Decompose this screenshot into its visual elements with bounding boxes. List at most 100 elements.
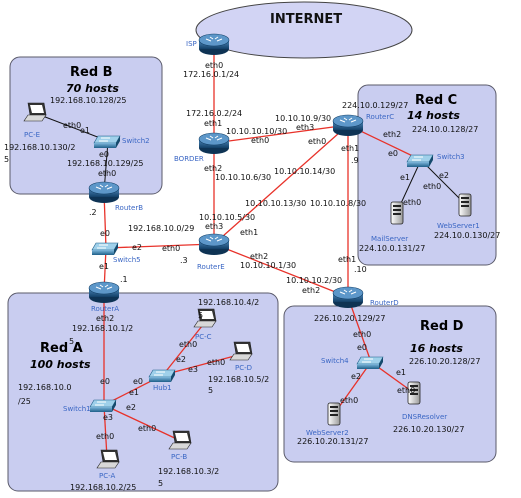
- pc-c-ip-label: 192.168.10.4/2: [198, 298, 259, 307]
- red-c-network: 224.10.0.128/27: [412, 125, 478, 134]
- pc-e-ip-label: 192.168.10.130/2: [4, 143, 75, 152]
- link-switch3-webserver1: [420, 159, 466, 205]
- link-switch1-pca: [103, 404, 108, 459]
- webserver1-label: WebServer1: [437, 222, 480, 230]
- link-switch1-pcb: [103, 404, 182, 442]
- routerb-lan-ip-label: 192.168.10.129/25: [67, 159, 144, 168]
- link-hub1-pcc: [162, 320, 207, 376]
- switch4-e2-label: e2: [351, 372, 361, 381]
- webserver2-ip-label: 226.10.20.131/27: [297, 437, 368, 446]
- red-c-title: Red C: [415, 93, 457, 108]
- switch1-icon[interactable]: [89, 399, 117, 413]
- routerc-label: RouterC: [366, 113, 394, 121]
- routerc-eth2-label: eth2: [383, 130, 401, 139]
- routere-eth0-label: eth0: [162, 244, 180, 253]
- red-a-hosts: 100 hosts: [30, 358, 91, 371]
- routerc-icon[interactable]: [332, 114, 364, 137]
- link-switch5-routere: [105, 243, 215, 249]
- internet-label: INTERNET: [270, 12, 342, 27]
- webserver2-icon[interactable]: [327, 402, 341, 426]
- mailserver-icon[interactable]: [390, 201, 404, 225]
- webserver2-eth0-label: eth0: [340, 396, 358, 405]
- zone-red-a: [7, 292, 279, 492]
- switch3-icon[interactable]: [406, 154, 434, 168]
- switch2-e1-label: e1: [80, 126, 90, 135]
- pc-e-eth0-label: eth0: [63, 121, 81, 130]
- zone-red-b: [9, 56, 163, 195]
- switch4-icon[interactable]: [356, 356, 384, 370]
- red-d-network: 226.10.20.128/27: [409, 357, 480, 366]
- routera-lan-ip-label: 192.168.10.1/2: [72, 324, 133, 333]
- pc-c-eth0-label: eth0: [179, 340, 197, 349]
- pc-a-ip-label: 192.168.10.2/25: [70, 483, 136, 492]
- red-b-network: 192.168.10.128/25: [50, 96, 127, 105]
- border-router-icon[interactable]: [198, 132, 230, 155]
- link-pce-switch2: [39, 114, 109, 142]
- link-10-10-10-5-label: 10.10.10.5/30: [199, 213, 255, 222]
- routerb-icon[interactable]: [88, 181, 120, 204]
- red-b-title: Red B: [70, 65, 113, 80]
- switch3-label: Switch3: [437, 153, 465, 161]
- border-eth1-label: eth1: [204, 119, 222, 128]
- isp-label: ISP: [186, 40, 197, 48]
- routere-eth3-label: eth3: [205, 222, 223, 231]
- routerb-label: RouterB: [115, 204, 143, 212]
- dnsresolver-eth0-label: eth0: [397, 386, 415, 395]
- link-routerd-switch4: [347, 296, 372, 363]
- pc-b-ip-label: 192.168.10.3/2: [158, 467, 219, 476]
- routerc-lan-ip-label: 224.10.0.129/27: [342, 101, 408, 110]
- link-10-10-10-13-label: 10.10.10.13/30: [245, 199, 306, 208]
- pc-c-ip-suffix: 5: [198, 311, 203, 320]
- internet-cloud: [195, 1, 413, 59]
- routerb-e0-label: e0: [100, 229, 110, 238]
- switch5-icon[interactable]: [91, 242, 119, 256]
- red-d-hosts: 16 hosts: [410, 342, 463, 355]
- routera-icon[interactable]: [88, 281, 120, 304]
- red-a-title: Red A: [40, 341, 83, 356]
- routerd-eth2-label: eth2: [302, 286, 320, 295]
- webserver1-eth0-label: eth0: [423, 182, 441, 191]
- red-c-hosts: 14 hosts: [407, 109, 460, 122]
- pc-d-eth0-label: eth0: [207, 358, 225, 367]
- link-10-10-10-8-label: 10.10.10.8/30: [310, 199, 366, 208]
- routera-lan-ip-suffix: 5: [69, 337, 74, 346]
- isp-router-icon[interactable]: [198, 33, 230, 56]
- mailserver-label: MailServer: [371, 235, 408, 243]
- dnsresolver-ip-label: 226.10.20.130/27: [393, 425, 464, 434]
- hub1-icon[interactable]: [148, 369, 176, 383]
- pc-a-label: PC-A: [99, 472, 115, 480]
- routerc-dot9-label: .9: [351, 156, 359, 165]
- routere-label: RouterE: [197, 263, 225, 271]
- link-10-10-10-10-label: 10.10.10.10/30: [226, 127, 287, 136]
- border-eth2-label: eth2: [204, 164, 222, 173]
- switch1-e3-label: e3: [103, 413, 113, 422]
- switch3-e1-label: e1: [400, 173, 410, 182]
- link-10-10-10-6-label: 10.10.10.6/30: [215, 173, 271, 182]
- switch2-icon[interactable]: [93, 135, 121, 149]
- link-routerc-routere: [213, 124, 349, 245]
- red-b-hosts: 70 hosts: [66, 82, 119, 95]
- link-border-routerc: [213, 124, 349, 144]
- dnsresolver-label: DNSResolver: [402, 413, 447, 421]
- routerc-eth1-label: eth1: [341, 144, 359, 153]
- routerd-icon[interactable]: [332, 286, 364, 309]
- pc-d-ip-suffix: 5: [208, 386, 213, 395]
- routere-icon[interactable]: [198, 233, 230, 256]
- routera-eth2-label: eth2: [96, 314, 114, 323]
- mailserver-eth0-label: eth0: [403, 198, 421, 207]
- routera-label: RouterA: [91, 305, 119, 313]
- pc-e-ip-suffix: 5: [4, 155, 9, 164]
- switch5-label: Switch5: [113, 256, 141, 264]
- switch5-e2-label: e2: [132, 243, 142, 252]
- border-eth3-label: eth3: [296, 123, 314, 132]
- webserver1-icon[interactable]: [458, 193, 472, 217]
- hub1-e2-label: e2: [176, 355, 186, 364]
- pc-c-label: PC-C: [195, 333, 212, 341]
- routerc-eth0-label: eth0: [308, 137, 326, 146]
- red-a-network-line1: 192.168.10.0: [18, 383, 71, 392]
- mailserver-ip-label: 224.10.0.131/27: [359, 244, 425, 253]
- webserver1-ip-label: 224.10.0.130/27: [434, 231, 500, 240]
- routere-eth1-label: eth1: [240, 228, 258, 237]
- switch1-label: Switch1: [63, 405, 91, 413]
